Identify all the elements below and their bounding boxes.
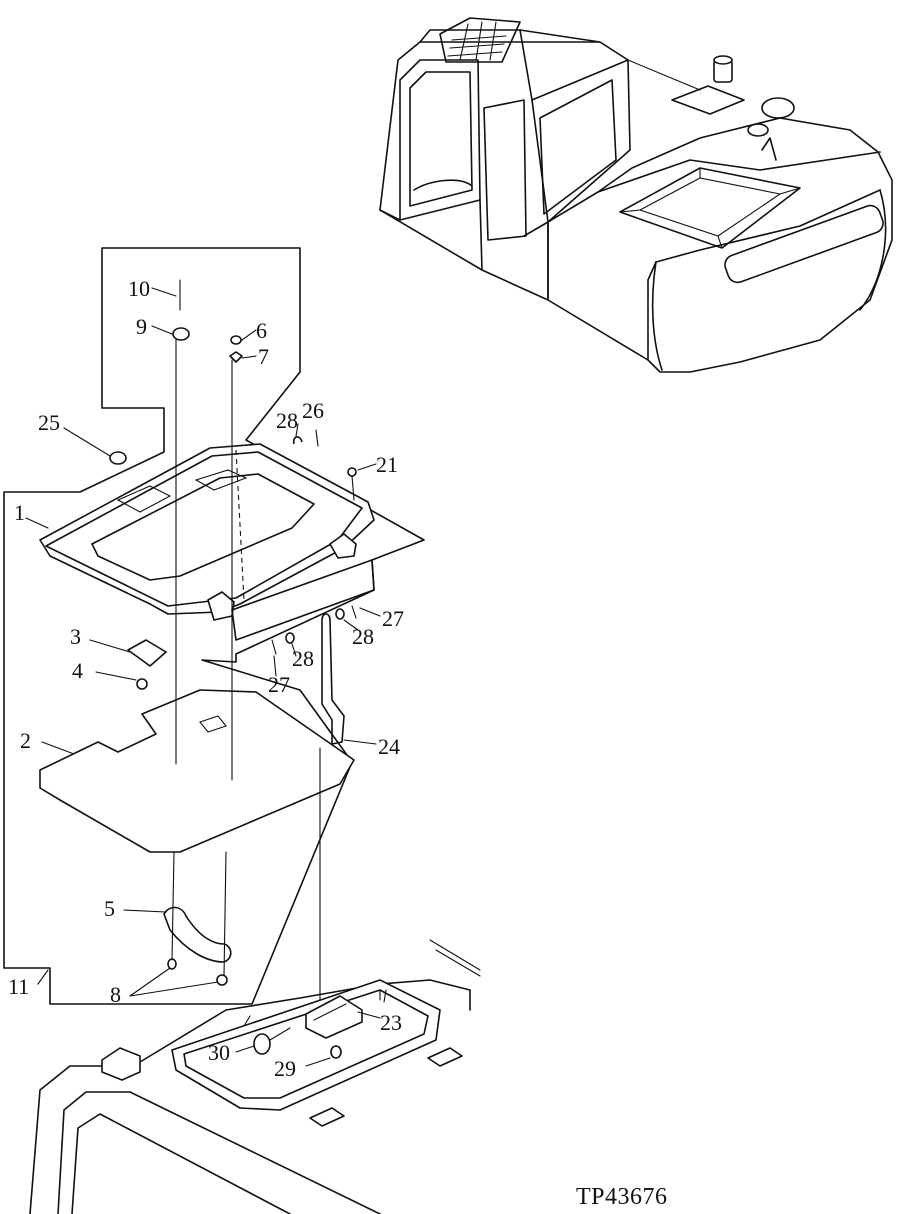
callout-7: 7 [258, 344, 269, 369]
callout-11: 11 [8, 974, 29, 999]
callout-3: 3 [70, 624, 81, 649]
callout-24: 24 [378, 734, 400, 759]
callout-28-top: 28 [276, 408, 298, 433]
callout-labels: 10 9 6 7 25 28 26 21 1 27 28 3 28 4 27 2… [8, 276, 404, 1081]
callout-2: 2 [20, 728, 31, 753]
mat-part-2 [39, 689, 355, 853]
callout-9: 9 [136, 314, 147, 339]
callout-21: 21 [376, 452, 398, 477]
callout-25: 25 [38, 410, 60, 435]
plate-part-3 [127, 639, 167, 690]
callout-23: 23 [380, 1010, 402, 1035]
callout-10: 10 [128, 276, 150, 301]
callout-5: 5 [104, 896, 115, 921]
figure-reference-code: TP43676 [576, 1184, 668, 1210]
hinge-strip [231, 559, 375, 641]
callout-27-right: 27 [382, 606, 404, 631]
excavator-overview-illustration [379, 17, 893, 373]
callout-27-mid: 27 [268, 672, 290, 697]
hatch-cover-part-1 [39, 443, 375, 621]
callout-1: 1 [14, 500, 25, 525]
cab-roof-illustration [29, 939, 481, 1214]
callout-4: 4 [72, 658, 83, 683]
handle-part-5 [163, 906, 232, 986]
callout-28-mid: 28 [292, 646, 314, 671]
leader-lines [25, 287, 381, 1067]
callout-26: 26 [302, 398, 324, 423]
fasteners [109, 279, 357, 745]
callout-29: 29 [274, 1056, 296, 1081]
assembly-lines [171, 339, 321, 1011]
callout-28-right: 28 [352, 624, 374, 649]
callout-6: 6 [256, 318, 267, 343]
callout-8: 8 [110, 982, 121, 1007]
callout-30: 30 [208, 1040, 230, 1065]
